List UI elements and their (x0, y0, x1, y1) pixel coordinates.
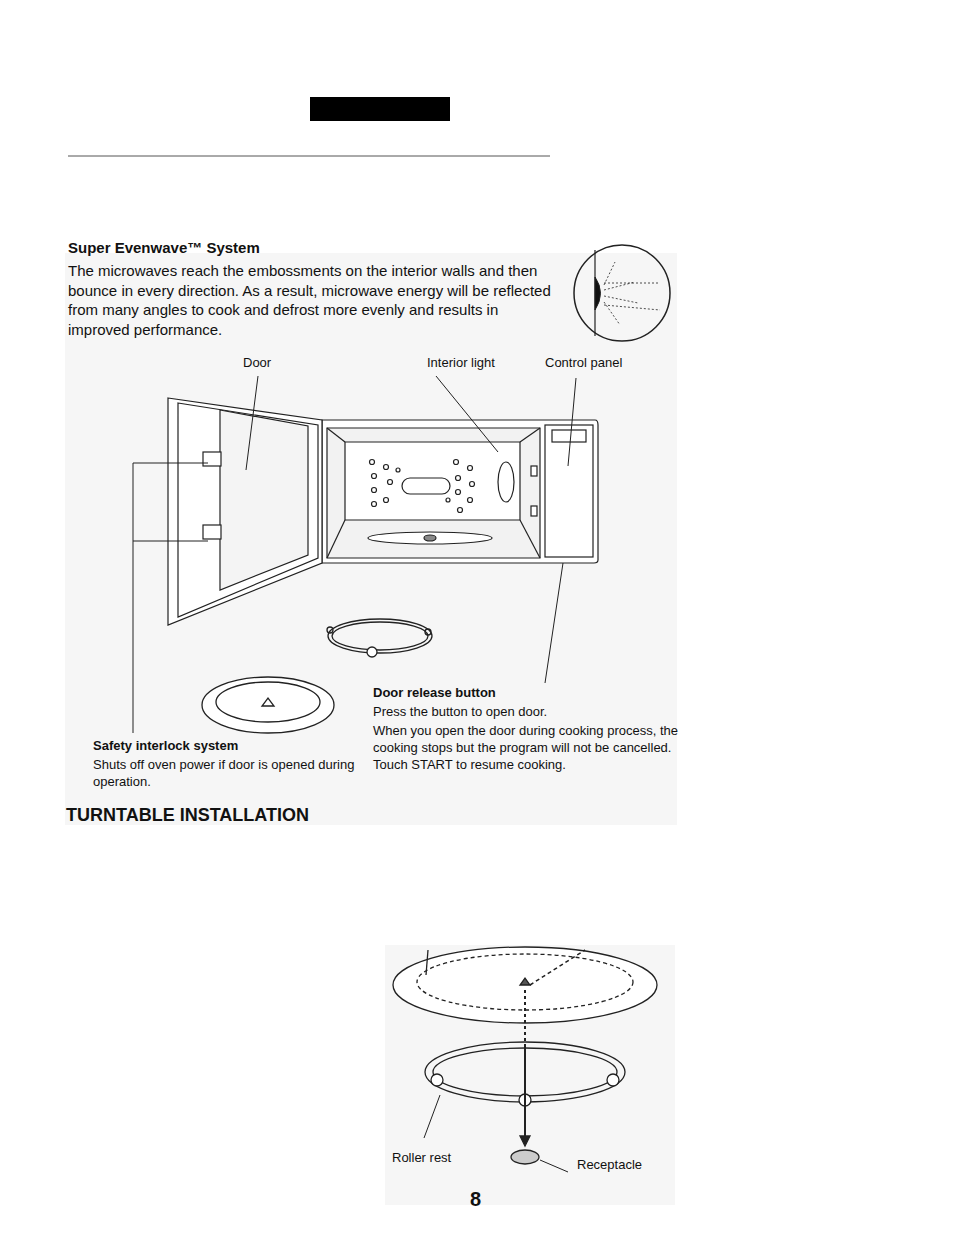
heading-bar (310, 97, 450, 121)
note-text: When you open the door during cooking pr… (373, 723, 683, 774)
part-name: Control panel (545, 355, 622, 372)
part-name: Receptacle (577, 1157, 642, 1174)
part-name: Interior light (427, 355, 495, 372)
part-name: Safety interlock system (93, 738, 238, 755)
section-heading: Super Evenwave™ System (68, 238, 548, 258)
evenwave-icon (574, 245, 670, 341)
figure-ground (65, 253, 677, 825)
microwave-drawing (168, 398, 598, 625)
part-name: Door (243, 355, 271, 372)
rule (68, 156, 550, 157)
note-text: Shuts off oven power if door is opened d… (93, 757, 358, 791)
installation-figure (385, 945, 675, 1205)
body-text: The microwaves reach the embossments on … (68, 261, 553, 339)
note-text: Press the button to open door. (373, 704, 683, 721)
leader-lines (133, 376, 576, 733)
section-heading: TURNTABLE INSTALLATION (66, 804, 309, 827)
part-name: Door release button (373, 685, 496, 702)
page-number: 8 (470, 1186, 481, 1212)
part-name: Roller rest (392, 1150, 451, 1167)
